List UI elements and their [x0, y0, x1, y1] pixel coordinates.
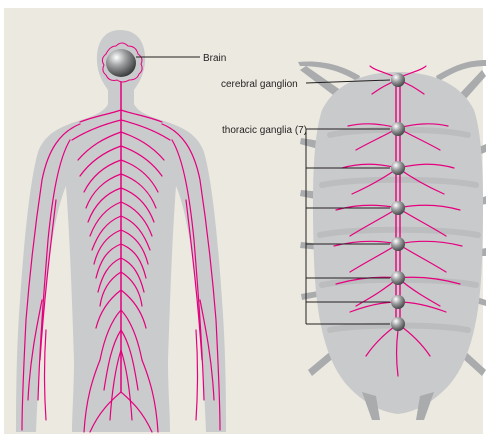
thoracic-ganglion-icon [391, 237, 405, 251]
thoracic-ganglion-icon [391, 317, 405, 331]
cerebral-ganglion-label: cerebral ganglion [221, 79, 298, 90]
thoracic-ganglion-icon [391, 161, 405, 175]
brain-label: Brain [203, 53, 226, 64]
thoracic-ganglion-icon [391, 271, 405, 285]
thoracic-ganglion-icon [391, 295, 405, 309]
brain-icon [106, 49, 136, 77]
thoracic-ganglion-icon [391, 122, 405, 136]
thoracic-ganglia-label: thoracic ganglia (7) [222, 125, 307, 136]
cerebral-ganglion-icon [391, 73, 405, 87]
thoracic-ganglion-icon [391, 201, 405, 215]
